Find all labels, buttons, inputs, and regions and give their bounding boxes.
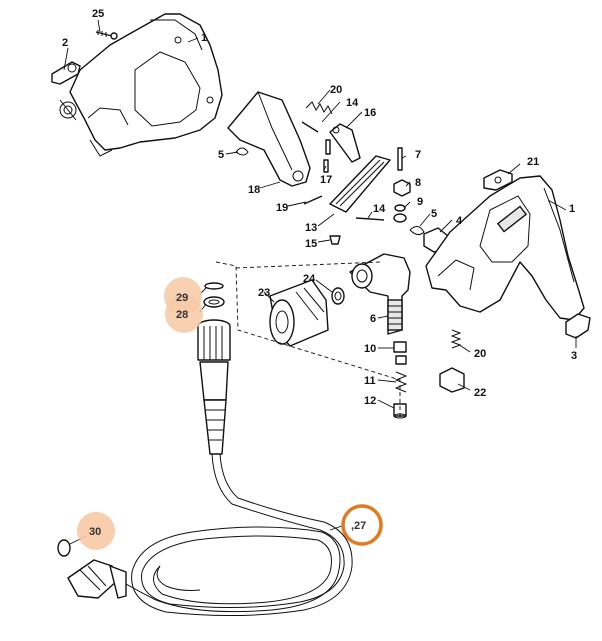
callout-11: 11 bbox=[364, 375, 376, 387]
callout-1-top: 1 bbox=[201, 32, 207, 44]
highlight-30 bbox=[77, 512, 115, 550]
spring-11 bbox=[394, 371, 408, 393]
callout-5-lower: 5 bbox=[431, 208, 437, 220]
callout-13: 13 bbox=[305, 222, 317, 234]
spring-20-top bbox=[305, 101, 333, 115]
clip-22 bbox=[439, 367, 465, 393]
callout-18: 18 bbox=[248, 184, 260, 196]
valve-body-6 bbox=[349, 253, 411, 335]
callout-16: 16 bbox=[364, 107, 376, 119]
pin-14-lower bbox=[355, 217, 385, 221]
callout-14-lower: 14 bbox=[373, 203, 386, 215]
callout-24: 24 bbox=[303, 273, 316, 285]
callout-9: 9 bbox=[417, 196, 423, 208]
callout-10: 10 bbox=[364, 343, 376, 355]
highlight-28 bbox=[165, 295, 203, 333]
lock-lever-3 bbox=[565, 313, 591, 339]
trigger-18 bbox=[227, 91, 311, 187]
pin-14-top bbox=[301, 121, 319, 133]
pin-7 bbox=[397, 147, 403, 171]
spring-20-right bbox=[450, 329, 462, 349]
callout-19: 19 bbox=[276, 202, 288, 214]
hose-27 bbox=[57, 282, 353, 617]
callout-22: 22 bbox=[474, 387, 486, 399]
highlight-27-ring bbox=[341, 504, 383, 546]
o-ring-24 bbox=[331, 287, 345, 305]
callout-23: 23 bbox=[258, 287, 270, 299]
callout-17: 17 bbox=[320, 174, 332, 186]
callout-29: 29 bbox=[176, 292, 188, 304]
callout-20-right: 20 bbox=[474, 348, 486, 360]
callout-14-top: 14 bbox=[346, 97, 359, 109]
callout-3: 3 bbox=[571, 350, 577, 362]
clip-5-lower bbox=[409, 226, 425, 236]
callout-1-right: 1 bbox=[569, 203, 575, 215]
nut-8 bbox=[393, 179, 411, 197]
sleeve-23 bbox=[269, 279, 329, 347]
callout-28: 28 bbox=[176, 309, 188, 321]
callout-5-top: 5 bbox=[218, 149, 224, 161]
callout-8: 8 bbox=[415, 177, 421, 189]
pin-19 bbox=[303, 195, 323, 205]
ring-10 bbox=[393, 341, 407, 365]
callout-15: 15 bbox=[305, 238, 317, 250]
screw-15 bbox=[329, 235, 341, 245]
lever-16 bbox=[329, 123, 361, 163]
callout-7: 7 bbox=[415, 149, 421, 161]
callout-4: 4 bbox=[456, 215, 463, 227]
lock-lever-2 bbox=[51, 61, 81, 85]
gun-housing-right-half bbox=[425, 175, 585, 321]
callout-27-mask bbox=[345, 520, 354, 530]
gun-housing-left-half bbox=[59, 13, 223, 157]
lock-lever-21 bbox=[483, 169, 513, 191]
callout-25: 25 bbox=[92, 8, 104, 20]
callout-12: 12 bbox=[364, 395, 376, 407]
clip-5-top bbox=[235, 147, 249, 156]
callout-labels: 25 2 1 20 14 16 5 7 17 18 21 8 19 9 1 14… bbox=[62, 8, 577, 538]
screw-25 bbox=[95, 30, 118, 40]
callout-30: 30 bbox=[89, 526, 101, 538]
callout-21: 21 bbox=[527, 156, 539, 168]
callout-2-top: 2 bbox=[62, 37, 68, 49]
callout-6: 6 bbox=[370, 313, 376, 325]
callout-27: ,27 bbox=[351, 520, 366, 532]
callout-20-top: 20 bbox=[330, 84, 342, 96]
push-rod-13 bbox=[329, 155, 391, 213]
washer-9 bbox=[393, 204, 407, 223]
